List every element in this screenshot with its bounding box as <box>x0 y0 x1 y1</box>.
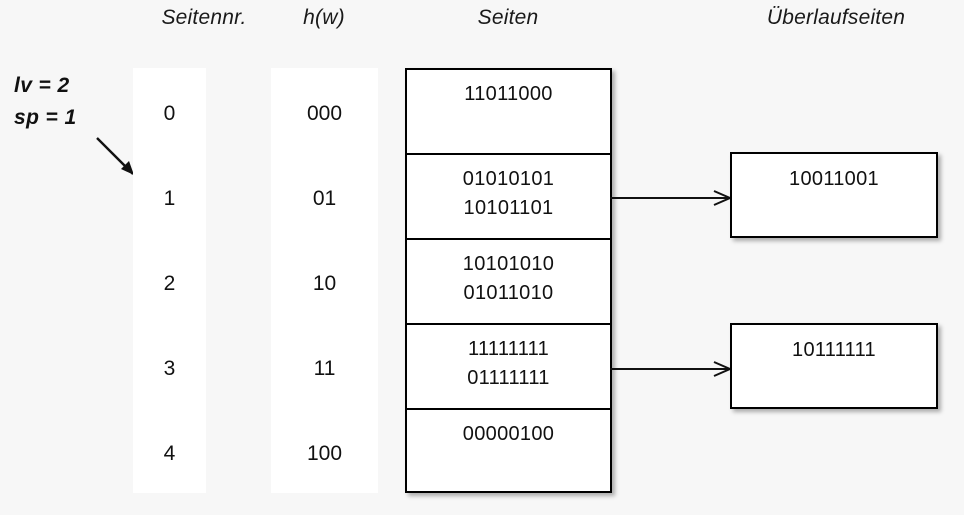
page-cell-2: 10101010 01011010 <box>407 240 610 325</box>
page-entry: 10101010 <box>462 253 555 275</box>
page-entry: 10101101 <box>463 197 554 219</box>
column-header-ueberlaufseiten: Überlaufseiten <box>766 6 906 29</box>
hw-cell-1: 01 <box>312 187 337 210</box>
page-entry: 01010101 <box>462 168 555 190</box>
page-entry: 11111111 <box>468 338 549 360</box>
annotation-lv: lv = 2 <box>14 74 70 97</box>
overflow-page-box-1: 10111111 <box>730 323 938 409</box>
hw-cell-0: 000 <box>306 102 343 125</box>
page-entry: 01111111 <box>467 367 550 389</box>
column-header-seiten: Seiten <box>477 6 539 29</box>
column-header-hw: h(w) <box>303 6 345 29</box>
seitennr-cell-2: 2 <box>163 272 176 295</box>
overflow-entry: 10111111 <box>792 339 876 361</box>
hw-cell-4: 100 <box>306 442 343 465</box>
arrow-right-icon <box>610 190 733 206</box>
page-cell-4: 00000100 <box>407 410 610 490</box>
annotation-sp: sp = 1 <box>14 106 77 129</box>
seitennr-cell-4: 4 <box>163 442 176 465</box>
page-cell-0: 11011000 <box>407 70 610 155</box>
seitennr-column: 0 1 2 3 4 <box>133 68 206 493</box>
arrow-right-icon <box>610 361 733 377</box>
page-entry: 11011000 <box>464 83 553 105</box>
pages-table: 11011000 01010101 10101101 10101010 0101… <box>405 68 612 493</box>
column-header-seitennr: Seitennr. <box>161 6 247 29</box>
hw-cell-2: 10 <box>312 272 337 295</box>
page-entry: 01011010 <box>463 282 554 304</box>
seitennr-cell-3: 3 <box>163 357 176 380</box>
page-cell-3: 11111111 01111111 <box>407 325 610 410</box>
seitennr-cell-1: 1 <box>163 187 176 210</box>
overflow-page-box-0: 10011001 <box>730 152 938 238</box>
overflow-entry: 10011001 <box>789 168 879 190</box>
diagonal-arrow-icon <box>96 137 134 175</box>
seitennr-cell-0: 0 <box>163 102 176 125</box>
hw-cell-3: 11 <box>313 357 336 380</box>
hw-column: 000 01 10 11 100 <box>271 68 378 493</box>
page-cell-1: 01010101 10101101 <box>407 155 610 240</box>
page-entry: 00000100 <box>462 423 555 445</box>
